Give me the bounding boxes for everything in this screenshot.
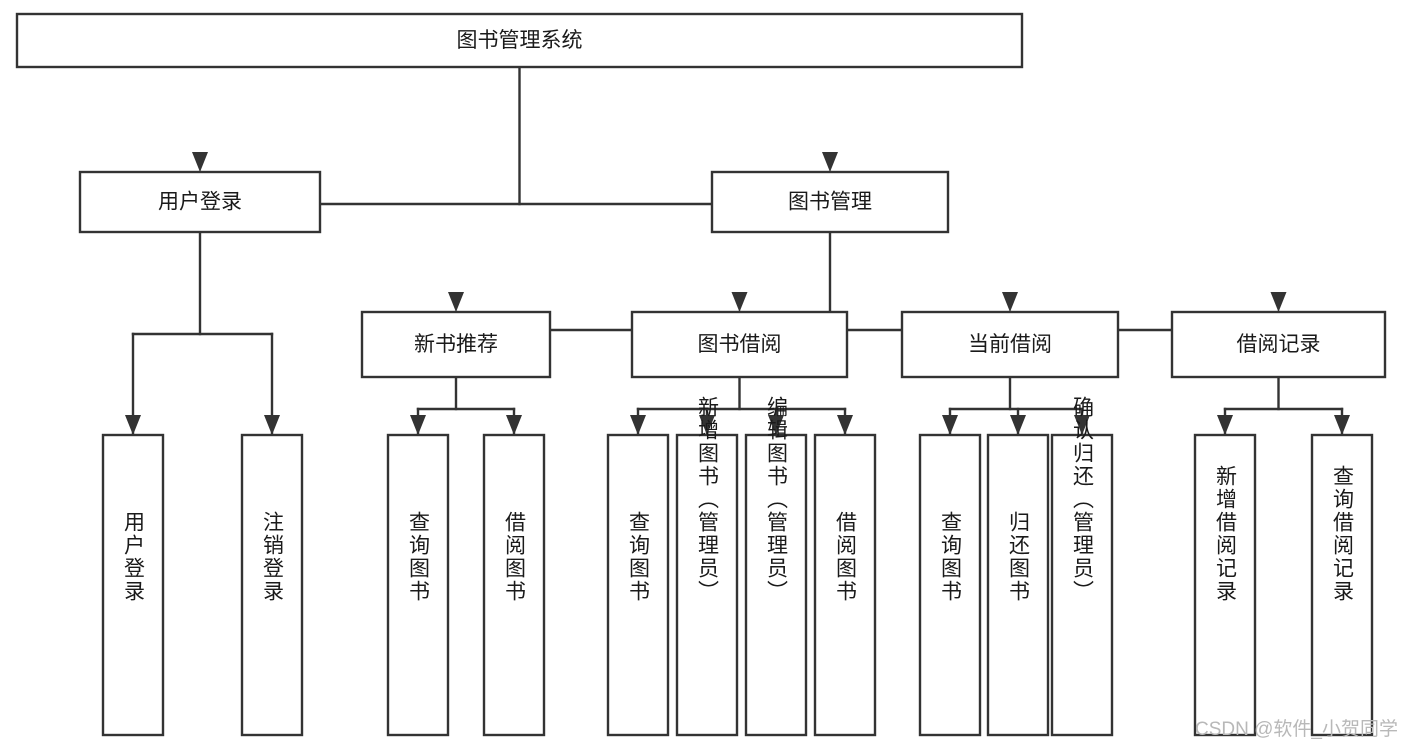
node-box [900, 310, 1120, 379]
node-label: 查询借阅记录 [1331, 465, 1355, 603]
arrow-head [192, 152, 208, 172]
node-label: 图书管理 [788, 191, 872, 214]
node-label: 图书借阅 [698, 333, 782, 356]
node-leaf-confirm-return-admin[interactable]: 确认归还（管理员） [1050, 396, 1114, 737]
node-leaf-logout-login[interactable]: 注销登录 [240, 433, 304, 737]
arrow-head [506, 415, 522, 435]
node-leaf-borrow-book[interactable]: 借阅图书 [813, 433, 877, 737]
node-label: 归还图书 [1007, 511, 1031, 603]
node-label: 新书推荐 [414, 333, 498, 356]
arrow-head [1074, 415, 1090, 435]
node-label: 查询图书 [627, 511, 651, 603]
node-box [630, 310, 849, 379]
arrow-head [410, 415, 426, 435]
arrow-head [1270, 292, 1287, 312]
node-book-manage[interactable]: 图书管理 [710, 170, 950, 234]
nodes-layer: 图书管理系统用户登录图书管理新书推荐图书借阅当前借阅借阅记录用户登录注销登录查询… [15, 12, 1387, 737]
node-box [1050, 433, 1114, 737]
node-label: 借阅记录 [1237, 333, 1321, 356]
node-root[interactable]: 图书管理系统 [15, 12, 1024, 69]
node-box [78, 170, 322, 234]
node-label: 新增借阅记录 [1214, 465, 1238, 603]
node-new-book-recommend[interactable]: 新书推荐 [360, 310, 552, 379]
arrow-head [448, 292, 464, 312]
edges-layer [125, 65, 1350, 437]
node-label: 查询图书 [407, 511, 431, 603]
arrow-head [1002, 292, 1018, 312]
arrow-head [630, 415, 646, 435]
node-label: 编辑图书（管理员） [765, 396, 789, 603]
node-box [1170, 310, 1387, 379]
node-leaf-query-book-borrow[interactable]: 查询图书 [606, 433, 670, 737]
node-current-borrow[interactable]: 当前借阅 [900, 310, 1120, 379]
arrow-head [125, 415, 141, 435]
arrow-head [1010, 415, 1026, 435]
arrow-head [942, 415, 958, 435]
node-book-borrow[interactable]: 图书借阅 [630, 310, 849, 379]
node-leaf-user-login[interactable]: 用户登录 [101, 433, 165, 737]
node-box [675, 433, 739, 737]
node-box [813, 433, 877, 737]
node-label: 用户登录 [122, 511, 146, 603]
node-box [240, 433, 304, 737]
node-leaf-add-borrow-record[interactable]: 新增借阅记录 [1193, 433, 1257, 737]
node-label: 图书管理系统 [457, 29, 583, 52]
node-label: 确认归还（管理员） [1071, 396, 1095, 603]
arrow-head [822, 152, 838, 172]
arrow-head [1334, 415, 1350, 435]
csdn-watermark: CSDN @软件_小贺同学 [1195, 718, 1398, 740]
node-leaf-query-book-rec[interactable]: 查询图书 [386, 433, 450, 737]
node-box [360, 310, 552, 379]
node-box [710, 170, 950, 234]
node-leaf-edit-book-admin[interactable]: 编辑图书（管理员） [744, 396, 808, 737]
node-borrow-record[interactable]: 借阅记录 [1170, 310, 1387, 379]
node-label: 借阅图书 [834, 511, 858, 603]
arrow-head [264, 415, 280, 435]
node-label: 注销登录 [261, 511, 285, 603]
node-leaf-query-borrow-record[interactable]: 查询借阅记录 [1310, 433, 1374, 737]
node-label: 新增图书（管理员） [696, 396, 720, 603]
node-box [606, 433, 670, 737]
node-box [15, 12, 1024, 69]
node-box [986, 433, 1050, 737]
node-box [386, 433, 450, 737]
node-box [1310, 433, 1374, 737]
node-box [482, 433, 546, 737]
node-label: 用户登录 [158, 191, 242, 214]
arrow-head [699, 415, 715, 435]
arrow-head [731, 292, 748, 312]
arrow-head [768, 415, 784, 435]
arrow-head [1217, 415, 1233, 435]
node-label: 当前借阅 [968, 333, 1052, 356]
node-label: 查询图书 [939, 511, 963, 603]
node-label: 借阅图书 [503, 511, 527, 603]
node-box [744, 433, 808, 737]
node-box [1193, 433, 1257, 737]
node-box [101, 433, 165, 737]
node-box [918, 433, 982, 737]
node-leaf-return-book[interactable]: 归还图书 [986, 433, 1050, 737]
node-user-login[interactable]: 用户登录 [78, 170, 322, 234]
node-leaf-borrow-book-rec[interactable]: 借阅图书 [482, 433, 546, 737]
node-leaf-add-book-admin[interactable]: 新增图书（管理员） [675, 396, 739, 737]
node-leaf-query-book-current[interactable]: 查询图书 [918, 433, 982, 737]
arrow-head [837, 415, 853, 435]
